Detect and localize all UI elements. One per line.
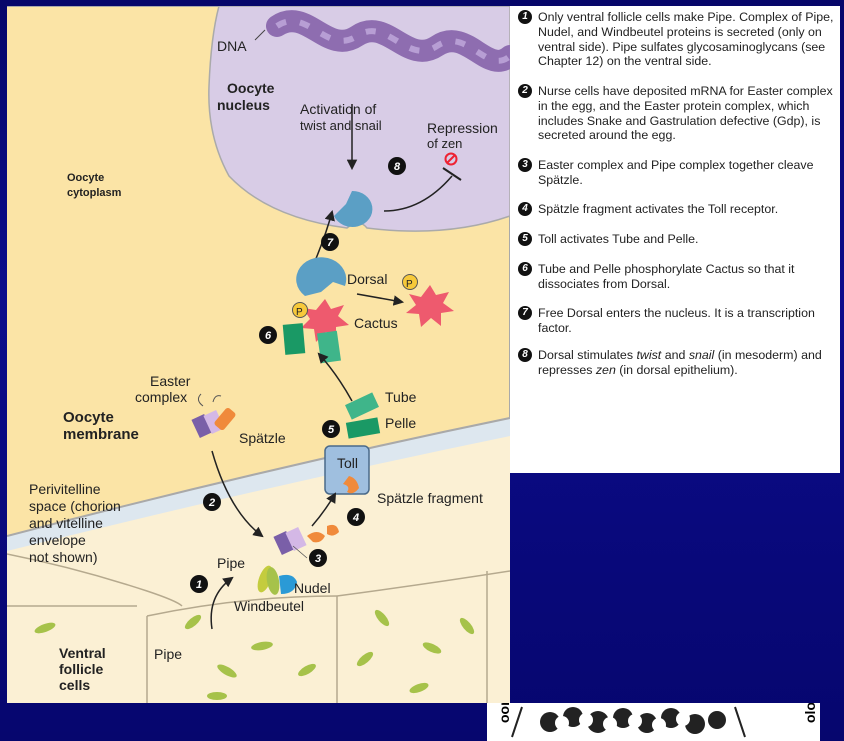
logo-strip: oor olo: [487, 703, 820, 741]
oocyte-membrane-label-1: Oocyte: [63, 409, 114, 426]
step-5-label: 5: [328, 424, 335, 436]
windbeutel-label: Windbeutel: [234, 598, 304, 614]
logo-text-left: oor: [496, 703, 512, 723]
step-marker-1: 1: [190, 575, 208, 593]
phosphate-label-free: P: [406, 279, 413, 290]
nudel-label: Nudel: [294, 580, 331, 596]
pipe-label: Pipe: [217, 555, 245, 571]
cactus-label: Cactus: [354, 315, 398, 331]
easter-label-2: complex: [135, 389, 187, 405]
phosphate-label-bound: P: [296, 307, 303, 318]
step-marker-3: 3: [309, 549, 327, 567]
pelle-label: Pelle: [385, 415, 416, 431]
oocyte-cytoplasm-label-2: cytoplasm: [67, 187, 122, 199]
spatzle-label: Spätzle: [239, 430, 286, 446]
step-legend: 1 Only ventral follicle cells make Pipe. …: [510, 6, 840, 473]
step-marker-5: 5: [322, 420, 340, 438]
legend-item-5: 5 Toll activates Tube and Pelle.: [518, 232, 836, 247]
perivitelline-label-3: and vitelline: [29, 515, 103, 531]
step-marker-8: 8: [388, 157, 406, 175]
step-marker-4: 4: [347, 508, 365, 526]
legend-text-1: Only ventral follicle cells make Pipe. C…: [538, 10, 836, 69]
step-7-label: 7: [327, 237, 334, 249]
legend-item-2: 2 Nurse cells have deposited mRNA for Eas…: [518, 84, 836, 143]
step-marker-2: 2: [203, 493, 221, 511]
legend-item-6: 6 Tube and Pelle phosphorylate Cactus so …: [518, 262, 836, 292]
step-6-label: 6: [265, 330, 272, 342]
ventral-follicle-label-3: cells: [59, 677, 90, 693]
pelle-protein-cactus: [283, 323, 306, 355]
legend-text-3: Easter complex and Pipe complex together…: [538, 158, 836, 188]
legend-text-2: Nurse cells have deposited mRNA for East…: [538, 84, 836, 143]
dorsal-label: Dorsal: [347, 271, 387, 287]
oocyte-nucleus-label-2: nucleus: [217, 97, 270, 113]
toll-label: Toll: [337, 455, 358, 471]
legend-number-1: 1: [518, 10, 532, 24]
legend-number-4: 4: [518, 202, 532, 216]
legend-item-3: 3 Easter complex and Pipe complex togethe…: [518, 158, 836, 188]
legend-text-7: Free Dorsal enters the nucleus. It is a …: [538, 306, 836, 336]
easter-label-1: Easter: [150, 373, 191, 389]
spatzle-fragment-label: Spätzle fragment: [377, 490, 483, 506]
perivitelline-label-1: Perivitelline: [29, 481, 101, 497]
oocyte-nucleus-label-1: Oocyte: [227, 80, 275, 96]
step-8-label: 8: [394, 161, 401, 173]
logo-text-right: olo: [802, 703, 818, 723]
legend-number-8: 8: [518, 348, 532, 362]
legend-item-7: 7 Free Dorsal enters the nucleus. It is a…: [518, 306, 836, 336]
perivitelline-label-4: envelope: [29, 532, 86, 548]
step-3-label: 3: [315, 553, 321, 565]
dorsal-ventral-pathway-diagram: DNA Oocyte nucleus Activation of twist a…: [7, 6, 510, 703]
dna-label: DNA: [217, 38, 247, 54]
perivitelline-label-2: space (chorion: [29, 498, 121, 514]
legend-number-3: 3: [518, 158, 532, 172]
oocyte-cytoplasm-label-1: Oocyte: [67, 172, 104, 184]
pipe-cell-label: Pipe: [154, 646, 182, 662]
ventral-follicle-label-1: Ventral: [59, 645, 106, 661]
legend-text-8: Dorsal stimulates twist and snail (in me…: [538, 348, 836, 378]
step-4-label: 4: [352, 512, 359, 524]
step-marker-6: 6: [259, 326, 277, 344]
legend-item-4: 4 Spätzle fragment activates the Toll rec…: [518, 202, 836, 217]
step-1-label: 1: [196, 579, 202, 591]
oocyte-membrane-label-2: membrane: [63, 426, 139, 443]
tube-label: Tube: [385, 389, 417, 405]
legend-number-5: 5: [518, 232, 532, 246]
legend-number-2: 2: [518, 84, 532, 98]
legend-item-1: 1 Only ventral follicle cells make Pipe. …: [518, 10, 836, 69]
tube-protein-cactus: [317, 331, 341, 363]
perivitelline-label-5: not shown): [29, 549, 97, 565]
repression-label-2: of zen: [427, 136, 462, 151]
legend-text-6: Tube and Pelle phosphorylate Cactus so t…: [538, 262, 836, 292]
repression-label-1: Repression: [427, 120, 498, 136]
step-marker-7: 7: [321, 233, 339, 251]
legend-text-5: Toll activates Tube and Pelle.: [538, 232, 836, 247]
legend-number-7: 7: [518, 306, 532, 320]
legend-text-4: Spätzle fragment activates the Toll rece…: [538, 202, 836, 217]
legend-item-8: 8 Dorsal stimulates twist and snail (in m…: [518, 348, 836, 378]
ventral-follicle-label-2: follicle: [59, 661, 104, 677]
activation-label-1: Activation of: [300, 101, 376, 117]
activation-label-2: twist and snail: [300, 118, 382, 133]
legend-number-6: 6: [518, 262, 532, 276]
step-2-label: 2: [208, 497, 215, 509]
